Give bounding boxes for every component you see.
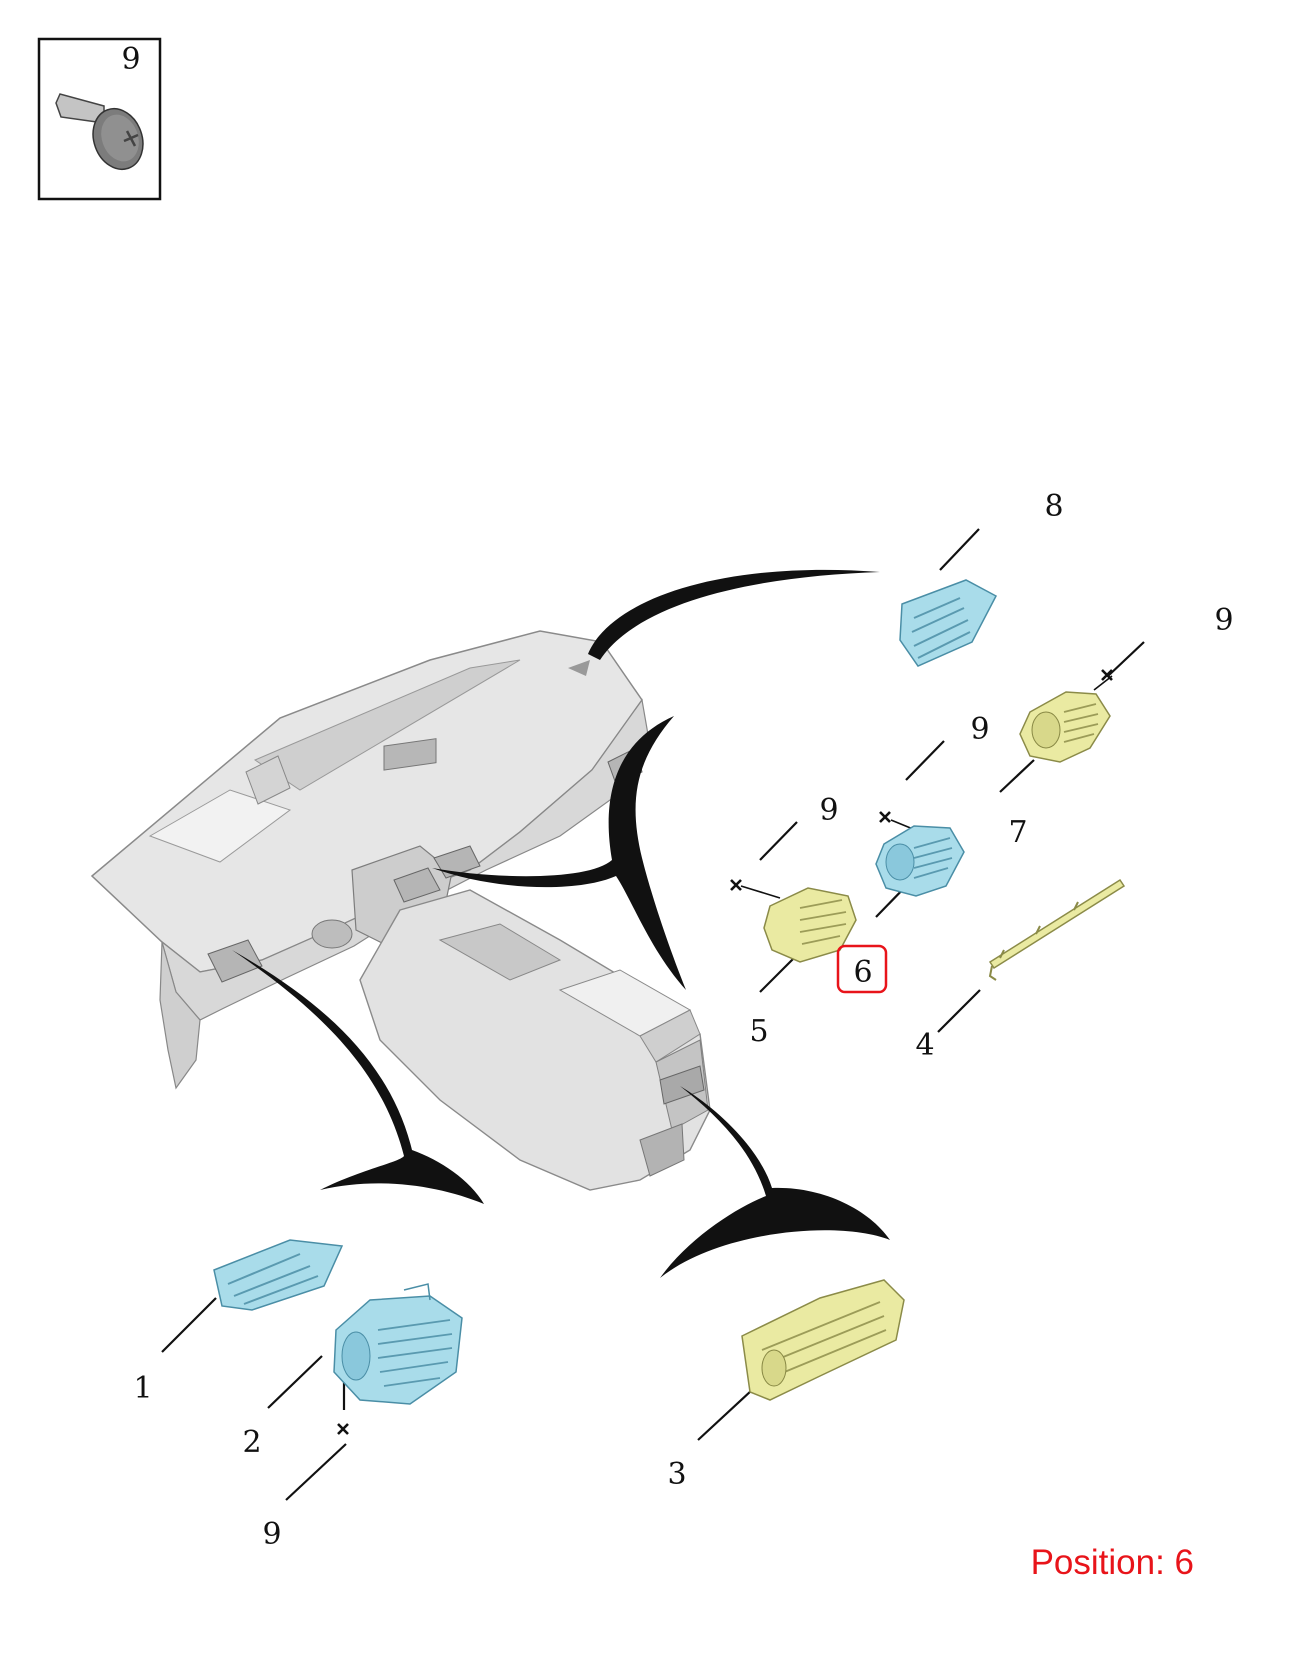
connector-arcs <box>232 569 890 1278</box>
callout-9-bottom: 9 <box>262 1517 281 1552</box>
callout-2: 2 <box>242 1425 261 1460</box>
callout-9-top-right: 9 <box>1214 603 1233 638</box>
part-4-strip <box>988 878 1126 981</box>
callout-7: 7 <box>1008 815 1027 850</box>
part-1-vent <box>213 1239 344 1311</box>
callout-3: 3 <box>667 1457 686 1492</box>
part-8-vent <box>899 579 998 667</box>
callout-labels: 8 9 9 9 7 5 4 6 1 2 9 3 <box>133 489 1233 1552</box>
leader-lines <box>161 528 1145 1501</box>
part-3-vent <box>741 1279 905 1401</box>
screw-icon <box>55 93 144 171</box>
part-7-vent <box>1019 691 1111 763</box>
callout-4: 4 <box>915 1028 934 1063</box>
callout-6: 6 <box>853 955 872 990</box>
dashboard-assembly <box>90 630 711 1191</box>
callout-8: 8 <box>1044 489 1063 524</box>
part-2-vent <box>333 1283 463 1405</box>
position-caption: Position: 6 <box>1030 1543 1194 1582</box>
callout-9-middle: 9 <box>970 712 989 747</box>
callout-9-left: 9 <box>819 793 838 828</box>
highlight-box-position-6 <box>836 944 888 994</box>
legend-number: 9 <box>121 42 140 77</box>
callout-1: 1 <box>133 1371 152 1406</box>
part-5-vent <box>763 887 857 963</box>
callout-5: 5 <box>749 1014 768 1049</box>
legend-box: 9 <box>37 37 162 201</box>
part-6-vent <box>875 825 965 897</box>
